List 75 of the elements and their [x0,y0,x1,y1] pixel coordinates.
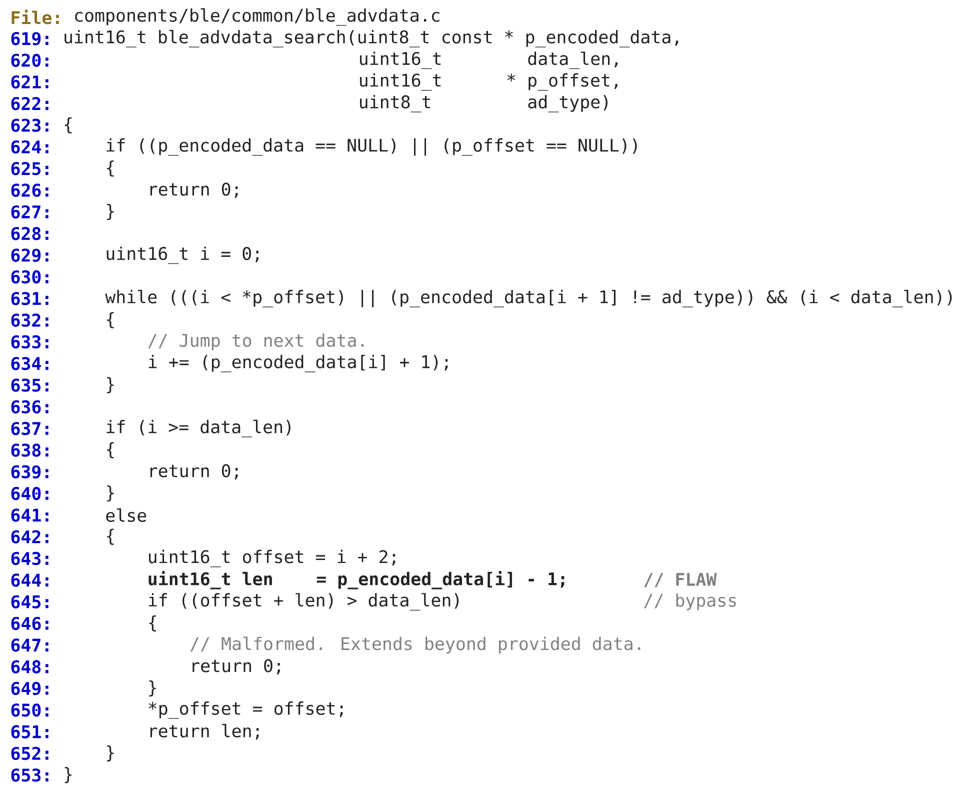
line-number: 620: [11,54,48,67]
line-number: 650: [11,704,48,717]
code-text: uint16_t [360,73,441,91]
line-number: 646: [11,616,48,630]
line-number: 623: [11,118,48,132]
code-text: uint16_t i = 0; [106,246,259,264]
code-text: i += (p_encoded_data[i] + 1); [148,354,448,372]
code-text: data_len, [528,52,618,70]
code-text: { [107,312,114,328]
line-number: 624: [11,140,48,154]
line-number: 631: [11,292,48,306]
code-comment: // FLAW [644,572,717,588]
line-number: 637: [11,422,48,436]
code-text: components/ble/common/ble_advdata.c [75,8,440,26]
line-number: 621: [11,75,48,89]
line-number: 630: [11,270,48,284]
code-text: } [107,377,114,394]
line-number: 642: [11,530,48,544]
line-number: 625: [11,162,48,176]
code-text: } [107,745,114,762]
line-number: 640: [11,486,48,500]
code-text: } [107,204,114,220]
code-text: } [149,680,156,696]
code-text: if (i >= data_len) [106,420,290,438]
line-number: 648: [11,660,48,674]
code-text: else [106,508,146,522]
line-number: 628: [11,227,48,240]
line-number: 645: [11,595,48,608]
line-number: 619: [11,32,48,46]
line-number: 652: [11,746,48,760]
code-text: uint16_t [360,52,441,69]
code-text: * p_offset, [507,73,618,91]
code-text: uint16_t len [148,571,272,590]
line-number: 641: [11,508,48,522]
code-text: if ((offset + len) > data_len) [148,593,459,611]
code-comment: // bypass [644,593,736,610]
code-text: { [107,442,114,458]
code-text: } [64,767,72,784]
code-text: return 0; [150,182,238,198]
line-number: 653: [11,768,48,782]
line-number: 634: [11,356,48,370]
code-text: = p_encoded_data[i] - 1; [316,571,564,590]
line-number: 651: [11,725,48,738]
code-text: return 0; [192,659,280,674]
line-number: 629: [11,248,48,262]
line-number: 635: [11,378,48,392]
code-text: uint16_t ble_advdata_search(uint8_t const * p_encoded_data, [64,30,678,48]
line-number: 633: [11,335,48,348]
line-number: 644: [11,574,48,587]
file-label: File: [12,10,59,24]
code-text: while (((i < *p_offset) || (p_encoded_data[i + 1] != ad_type)) && (i < data_len)) [105,290,952,308]
code-text: { [149,615,156,632]
line-number: 627: [11,205,48,219]
code-text: return 0; [150,464,238,480]
code-text: { [107,160,114,177]
code-text: return len; [150,724,259,740]
line-number: 632: [11,314,48,327]
code-text: *p_offset = offset; [148,701,343,719]
code-text: { [107,528,114,545]
code-text: { [64,117,72,134]
line-number: 639: [11,465,48,478]
line-number: 626: [11,184,48,197]
code-text: uint8_t [360,94,430,112]
line-number: 649: [11,682,48,696]
code-comment: // Jump to next data. [148,333,364,350]
line-number: 636: [11,400,48,414]
code-comment: // Malformed. Extends beyond provided data. [190,636,640,654]
code-text: } [107,485,114,502]
code-text: if ((p_encoded_data == NULL) || (p_offset == NULL)) [106,138,637,156]
code-text: ad_type) [528,94,608,112]
line-number: 622: [11,97,48,110]
line-number: 643: [11,552,48,566]
line-number: 638: [11,444,48,457]
code-text: uint16_t offset = i + 2; [149,550,396,568]
line-number: 647: [11,638,48,652]
